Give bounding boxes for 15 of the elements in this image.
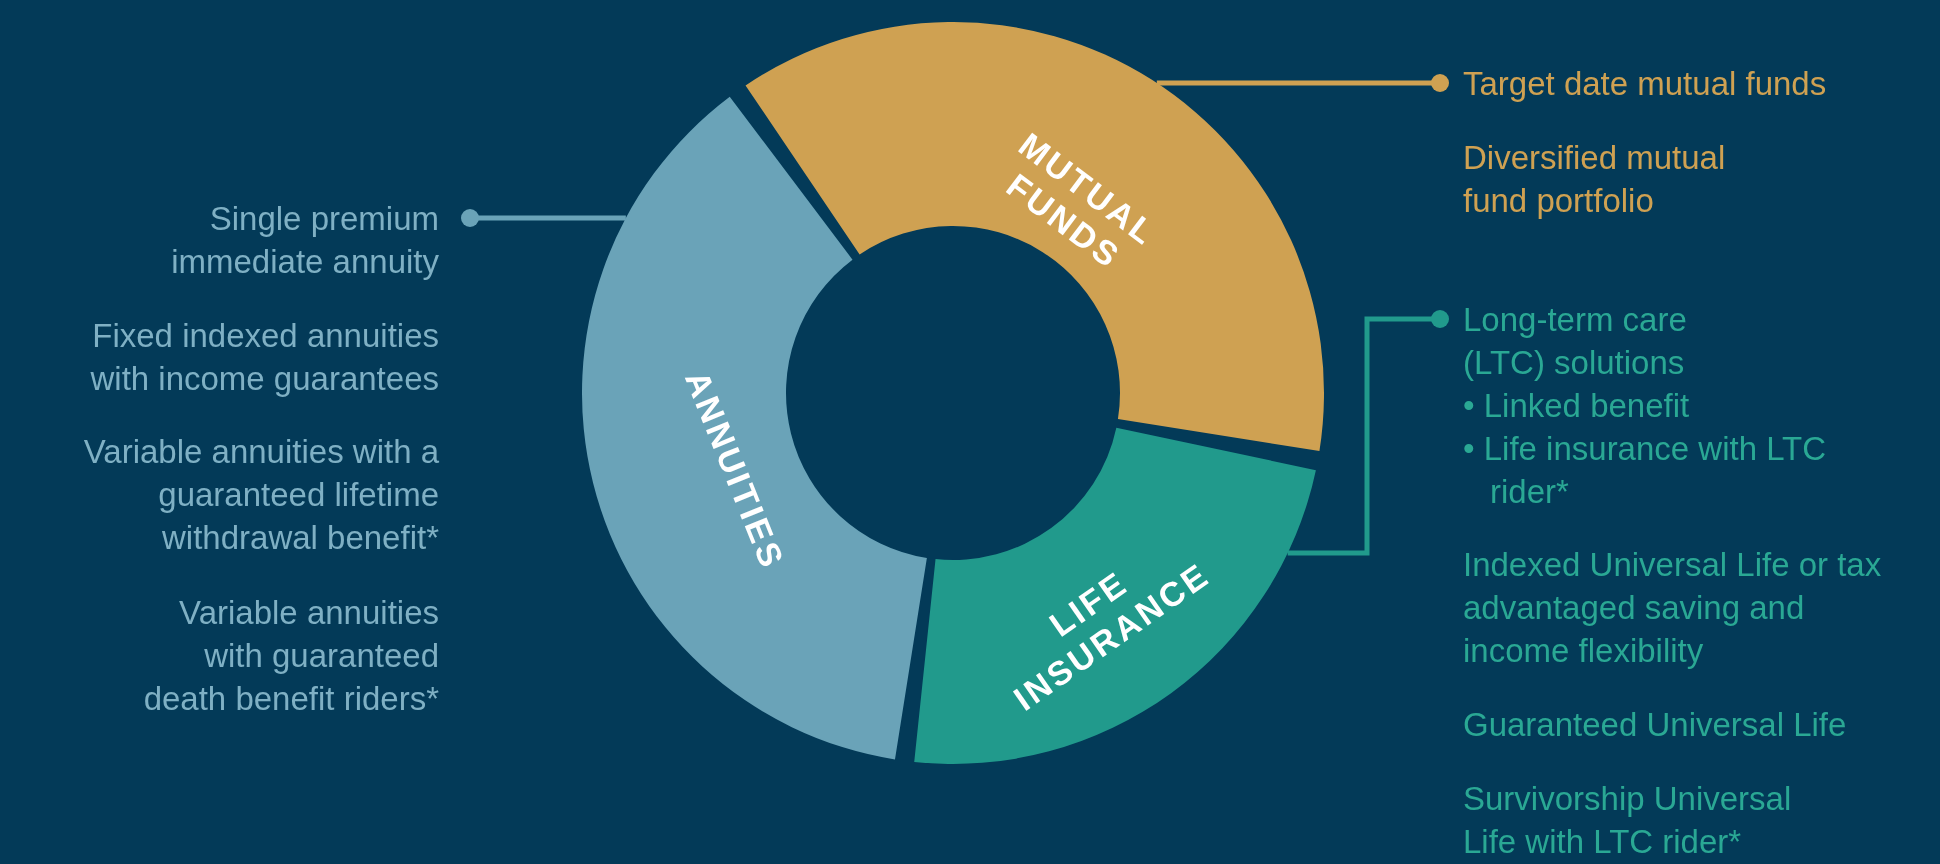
list-item-text: Diversified mutual fund portfolio <box>1463 138 1727 221</box>
list-item-text: Single premium immediate annuity <box>109 197 439 283</box>
leader-line <box>461 209 626 227</box>
list-item-text: Variable annuities with a guaranteed lifetime withdrawal benefit* <box>82 432 439 558</box>
list-item-text: Long-term care (LTC) solutions <box>1463 300 1688 383</box>
list-item-text: Survivorship Universal Life with LTC rider* <box>1463 779 1793 862</box>
list-item-text: Guaranteed Universal Life <box>1463 705 1848 745</box>
leader-line <box>1156 74 1449 92</box>
list-item-text: Indexed Universal Life or tax advantaged saving and income flexibility <box>1463 545 1883 671</box>
leader-line <box>1287 310 1449 556</box>
list-item-text: Target date mutual funds <box>1463 62 1940 105</box>
bullet-item: • Life insurance with LTC rider* <box>1463 429 1828 512</box>
list-item-text: Fixed indexed annuities with income guarantees <box>89 316 439 399</box>
bullet-item: • Linked benefit <box>1463 386 1691 426</box>
list-item-text: Variable annuities with guaranteed death benefit riders* <box>142 593 439 719</box>
